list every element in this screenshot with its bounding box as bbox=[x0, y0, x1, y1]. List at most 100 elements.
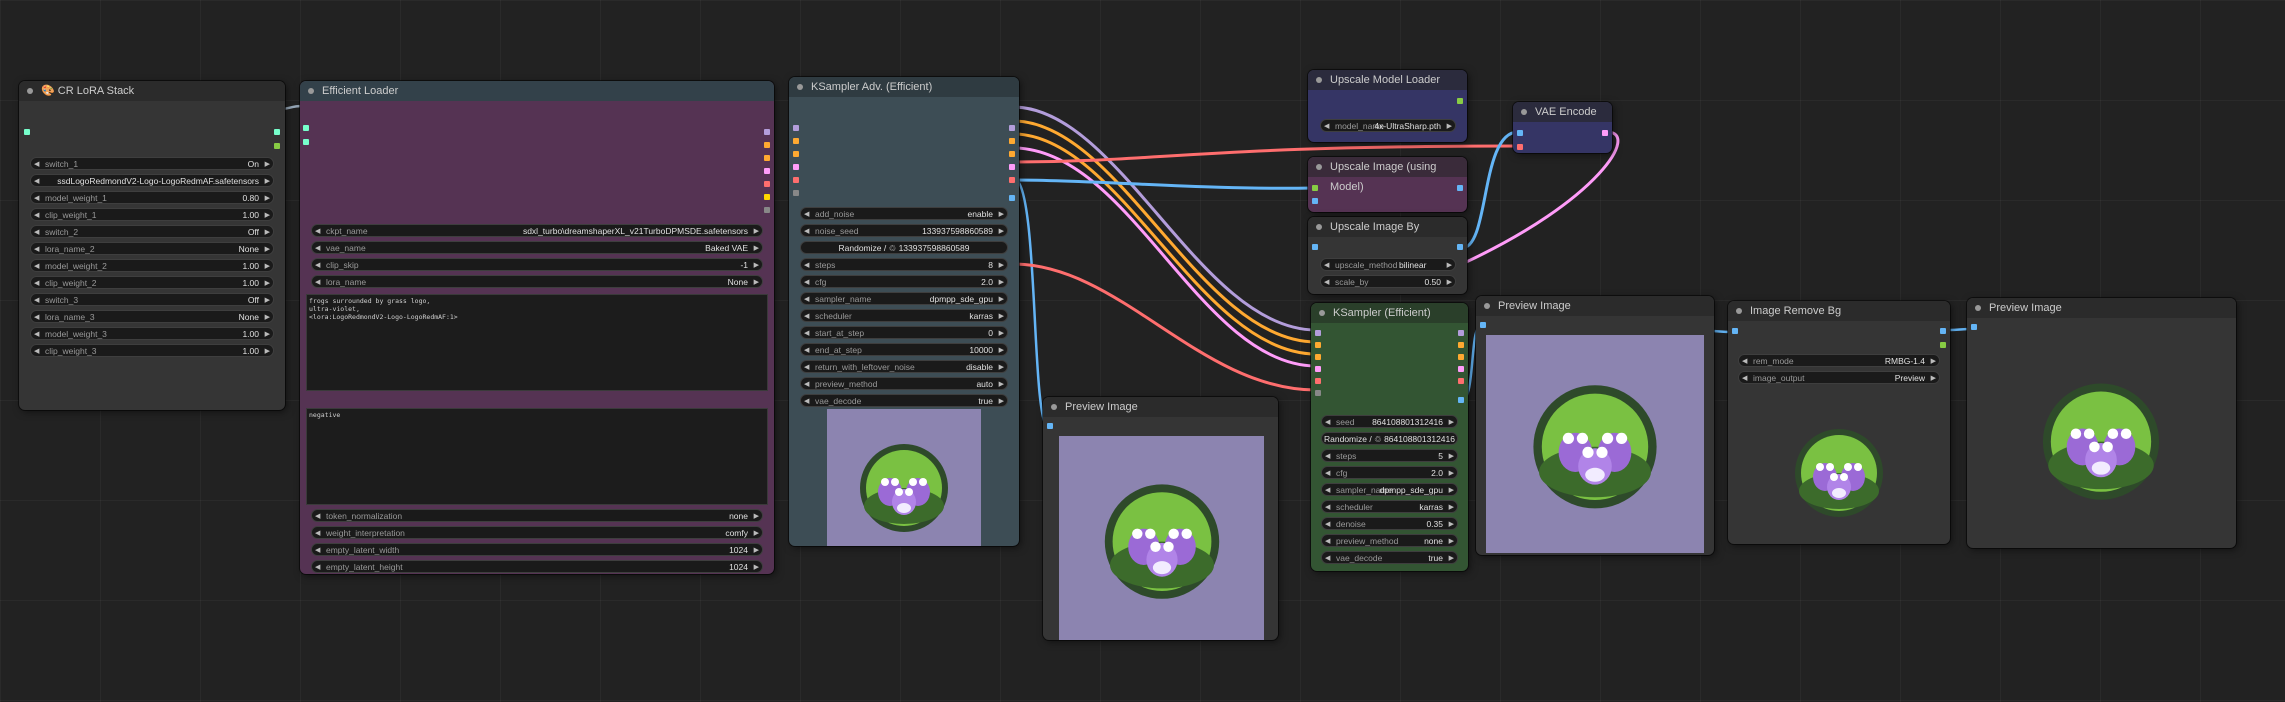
input-slot-negative[interactable] bbox=[793, 151, 799, 157]
arrow-left-icon[interactable]: ◀ bbox=[315, 279, 321, 286]
output-slot-negative[interactable] bbox=[1458, 354, 1464, 360]
arrow-right-icon[interactable]: ▶ bbox=[998, 279, 1004, 286]
input-slot-optional-vae[interactable] bbox=[793, 177, 799, 183]
arrow-right-icon[interactable]: ▶ bbox=[264, 280, 270, 287]
input-slot-positive[interactable] bbox=[1315, 342, 1321, 348]
input-slot-lora-stack[interactable] bbox=[24, 129, 30, 135]
arrow-left-icon[interactable]: ◀ bbox=[1325, 538, 1331, 545]
arrow-right-icon[interactable]: ▶ bbox=[264, 297, 270, 304]
collapse-dot-icon[interactable] bbox=[1975, 305, 1981, 311]
output-slot-negative[interactable] bbox=[1009, 151, 1015, 157]
arrow-right-icon[interactable]: ▶ bbox=[264, 348, 270, 355]
input-slot-model[interactable] bbox=[793, 125, 799, 131]
arrow-left-icon[interactable]: ◀ bbox=[34, 314, 40, 321]
output-slot-model[interactable] bbox=[1009, 125, 1015, 131]
output-slot-image[interactable] bbox=[1458, 397, 1464, 403]
randomize-1-widget[interactable]: Randomize / ♲ 864108801312416 bbox=[1321, 432, 1458, 445]
collapse-dot-icon[interactable] bbox=[1484, 303, 1490, 309]
arrow-left-icon[interactable]: ◀ bbox=[34, 297, 40, 304]
output-slot-clip[interactable] bbox=[764, 194, 770, 200]
arrow-right-icon[interactable]: ▶ bbox=[998, 398, 1004, 405]
input-slot-upscale-model[interactable] bbox=[1312, 185, 1318, 191]
arrow-right-icon[interactable]: ▶ bbox=[264, 331, 270, 338]
arrow-left-icon[interactable]: ◀ bbox=[1325, 419, 1331, 426]
arrow-left-icon[interactable]: ◀ bbox=[34, 195, 40, 202]
output-slot-latent[interactable] bbox=[1009, 164, 1015, 170]
input-slot-images[interactable] bbox=[1971, 324, 1977, 330]
arrow-left-icon[interactable]: ◀ bbox=[804, 347, 810, 354]
arrow-left-icon[interactable]: ◀ bbox=[1324, 262, 1330, 269]
arrow-right-icon[interactable]: ▶ bbox=[1446, 123, 1452, 130]
arrow-right-icon[interactable]: ▶ bbox=[753, 228, 759, 235]
input-slot-latent[interactable] bbox=[1315, 366, 1321, 372]
collapse-dot-icon[interactable] bbox=[1316, 164, 1322, 170]
arrow-left-icon[interactable]: ◀ bbox=[804, 211, 810, 218]
arrow-left-icon[interactable]: ◀ bbox=[804, 364, 810, 371]
output-slot-image[interactable] bbox=[1457, 244, 1463, 250]
arrow-right-icon[interactable]: ▶ bbox=[1448, 419, 1454, 426]
node-preview-image-3[interactable]: Preview Image bbox=[1967, 298, 2236, 548]
arrow-right-icon[interactable]: ▶ bbox=[264, 263, 270, 270]
arrow-left-icon[interactable]: ◀ bbox=[315, 262, 321, 269]
arrow-left-icon[interactable]: ◀ bbox=[34, 280, 40, 287]
output-slot-positive[interactable] bbox=[1458, 342, 1464, 348]
arrow-left-icon[interactable]: ◀ bbox=[804, 228, 810, 235]
arrow-left-icon[interactable]: ◀ bbox=[34, 348, 40, 355]
output-slot-image[interactable] bbox=[1940, 328, 1946, 334]
input-slot-positive[interactable] bbox=[793, 138, 799, 144]
arrow-right-icon[interactable]: ▶ bbox=[264, 178, 270, 185]
input-slot-lora-stack[interactable] bbox=[303, 125, 309, 131]
arrow-left-icon[interactable]: ◀ bbox=[315, 228, 321, 235]
lora-name-1-1-widget[interactable]: ◀ssdLogoRedmondV2-Logo-LogoRedmAF.safete… bbox=[30, 174, 274, 187]
arrow-left-icon[interactable]: ◀ bbox=[315, 513, 321, 520]
collapse-dot-icon[interactable] bbox=[797, 84, 803, 90]
arrow-right-icon[interactable]: ▶ bbox=[1448, 538, 1454, 545]
arrow-left-icon[interactable]: ◀ bbox=[315, 547, 321, 554]
arrow-right-icon[interactable]: ▶ bbox=[753, 547, 759, 554]
collapse-dot-icon[interactable] bbox=[1051, 404, 1057, 410]
arrow-right-icon[interactable]: ▶ bbox=[264, 212, 270, 219]
input-slot-vae[interactable] bbox=[1517, 144, 1523, 150]
output-slot-mask[interactable] bbox=[1940, 342, 1946, 348]
arrow-right-icon[interactable]: ▶ bbox=[264, 161, 270, 168]
arrow-right-icon[interactable]: ▶ bbox=[264, 246, 270, 253]
arrow-right-icon[interactable]: ▶ bbox=[998, 347, 1004, 354]
arrow-right-icon[interactable]: ▶ bbox=[264, 229, 270, 236]
input-slot-pixels[interactable] bbox=[1517, 130, 1523, 136]
arrow-left-icon[interactable]: ◀ bbox=[1325, 487, 1331, 494]
input-slot-optional-vae[interactable] bbox=[1315, 378, 1321, 384]
input-slot-negative[interactable] bbox=[1315, 354, 1321, 360]
arrow-right-icon[interactable]: ▶ bbox=[1448, 504, 1454, 511]
arrow-right-icon[interactable]: ▶ bbox=[753, 513, 759, 520]
output-slot-upscale-model[interactable] bbox=[1457, 98, 1463, 104]
arrow-left-icon[interactable]: ◀ bbox=[34, 263, 40, 270]
arrow-right-icon[interactable]: ▶ bbox=[998, 228, 1004, 235]
arrow-left-icon[interactable]: ◀ bbox=[315, 245, 321, 252]
output-slot-show-help[interactable] bbox=[274, 143, 280, 149]
arrow-left-icon[interactable]: ◀ bbox=[315, 530, 321, 537]
clip-skip-widget[interactable]: ◀clip_skip-1▶ bbox=[311, 258, 763, 271]
arrow-left-icon[interactable]: ◀ bbox=[1742, 358, 1748, 365]
collapse-dot-icon[interactable] bbox=[1316, 224, 1322, 230]
